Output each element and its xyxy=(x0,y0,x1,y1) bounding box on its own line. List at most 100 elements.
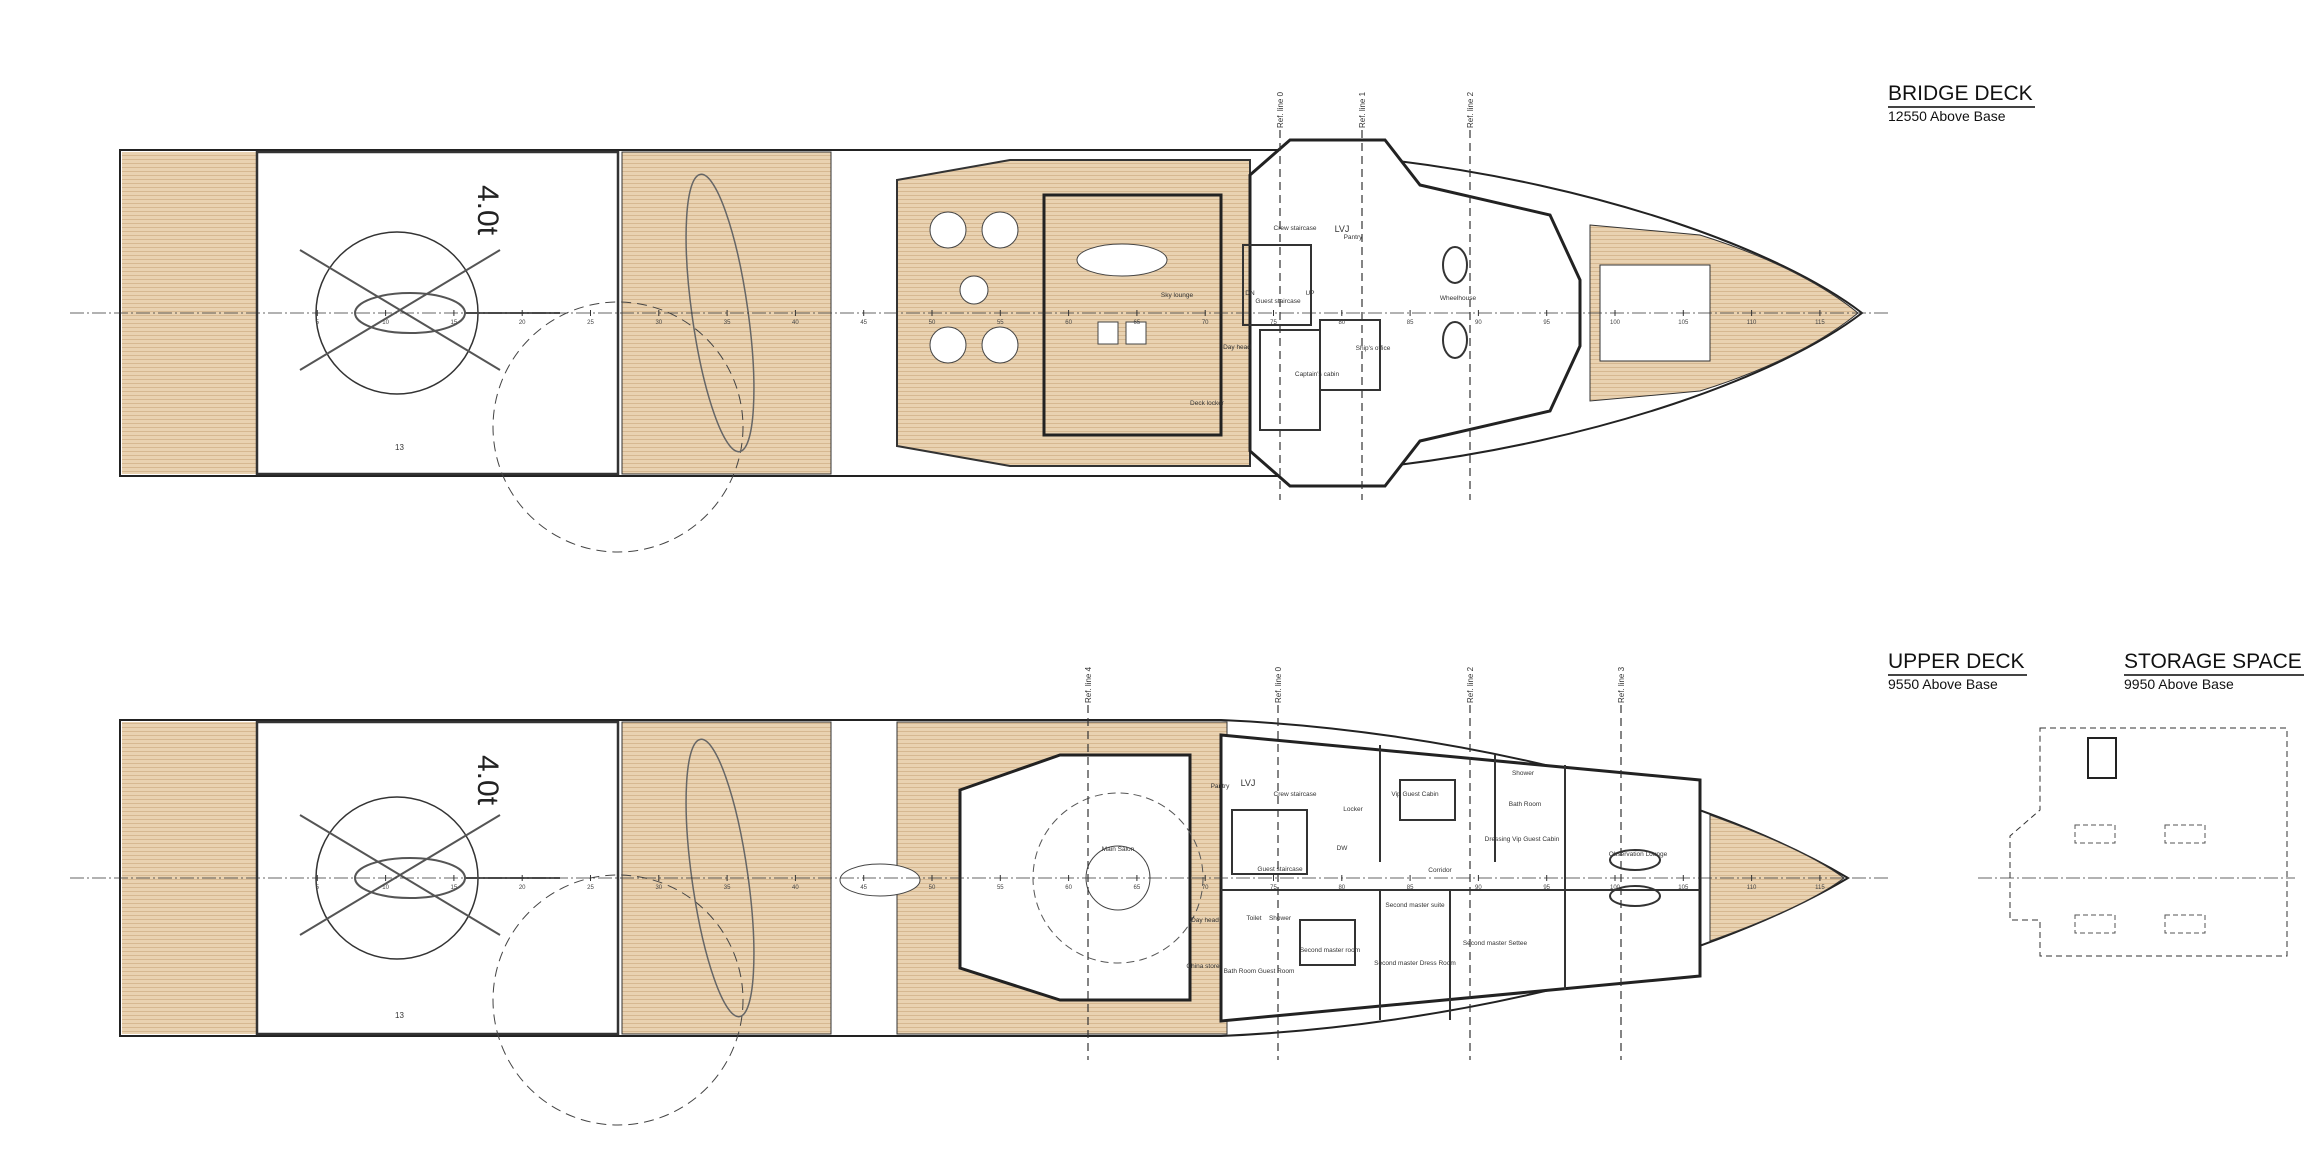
frame-number: 15 xyxy=(451,885,458,891)
frame-number: 20 xyxy=(519,320,526,326)
room-label: Sky lounge xyxy=(1161,292,1194,299)
frame-number: 55 xyxy=(997,320,1004,326)
room-label: Locker xyxy=(1343,806,1363,813)
sky-lounge-interior xyxy=(1042,193,1223,437)
room-label: Day head xyxy=(1191,917,1219,924)
frame-number: 65 xyxy=(1134,885,1141,891)
room-label: Main Salon xyxy=(1102,846,1135,853)
helipad-load-label: 4.0t xyxy=(471,755,504,806)
room-label: China store xyxy=(1186,963,1220,970)
storage-stair xyxy=(2087,737,2117,779)
room-label: Crew staircase xyxy=(1274,791,1317,798)
frame-number: 85 xyxy=(1407,320,1414,326)
upper-rooms xyxy=(1221,745,1700,1020)
frame-number: 100 xyxy=(1610,320,1621,326)
frame-number: 105 xyxy=(1678,885,1689,891)
frame-number: 95 xyxy=(1543,885,1550,891)
ref-line-0-label: Ref. line 0 xyxy=(1274,666,1283,703)
frame-number: 75 xyxy=(1270,320,1277,326)
storage-space-elevation: 9950 Above Base xyxy=(2124,676,2234,692)
helipad-load-label: 4.0t xyxy=(471,185,504,236)
storage-hatches xyxy=(2074,824,2206,934)
room-label: Second master room xyxy=(1300,947,1360,954)
frame-number: 85 xyxy=(1407,885,1414,891)
frame-number: 35 xyxy=(724,885,731,891)
room-label: DW xyxy=(1337,845,1349,852)
frame-number: 50 xyxy=(929,885,936,891)
frame-number: 55 xyxy=(997,885,1004,891)
frame-number: 45 xyxy=(860,320,867,326)
room-label: Vip Guest Cabin xyxy=(1391,791,1439,798)
frame-number: 90 xyxy=(1475,320,1482,326)
room-label: Second master Dress Room xyxy=(1374,960,1456,967)
room-label: Pantry xyxy=(1211,783,1231,790)
room-label: Shower xyxy=(1512,770,1535,777)
room-label: Second master suite xyxy=(1385,902,1445,909)
frame-number: 40 xyxy=(792,885,799,891)
tender-icon xyxy=(685,173,755,453)
frame-number: 95 xyxy=(1543,320,1550,326)
bridge-deck-title: BRIDGE DECK xyxy=(1888,82,2035,108)
frame-number: 60 xyxy=(1065,885,1072,891)
frame-number: 25 xyxy=(587,320,594,326)
ref-line-2-label: Ref. line 2 xyxy=(1466,91,1475,128)
room-label: LVJ xyxy=(1241,778,1256,788)
ref-line-1-label: Ref. line 1 xyxy=(1358,91,1367,128)
bridge-rooms xyxy=(1242,244,1468,431)
storage-space-title: STORAGE SPACE xyxy=(2124,650,2304,676)
rotor-clearance-circle xyxy=(492,301,744,553)
frame-number: 30 xyxy=(655,320,662,326)
frame-number: 5 xyxy=(316,320,320,326)
room-label: Bath Room Guest Room xyxy=(1224,968,1295,975)
frame-number: 115 xyxy=(1815,885,1825,891)
frame-number: 40 xyxy=(792,320,799,326)
frame-number: 105 xyxy=(1678,320,1689,326)
room-label: Dressing Vip Guest Cabin xyxy=(1485,836,1560,843)
frame-number: 10 xyxy=(382,320,389,326)
frame-number: 15 xyxy=(451,320,458,326)
room-label: Crew staircase xyxy=(1274,225,1317,232)
frame-number: 90 xyxy=(1475,885,1482,891)
storage-outline xyxy=(2009,727,2288,957)
frame-number: 25 xyxy=(587,885,594,891)
rotor-clearance-circle xyxy=(492,874,744,1126)
frame-number: 70 xyxy=(1202,885,1209,891)
ref-line-2-label: Ref. line 2 xyxy=(1466,666,1475,703)
storage-space-plan xyxy=(1978,727,2295,957)
frame-number: 70 xyxy=(1202,320,1209,326)
aft-dining-table xyxy=(839,863,921,897)
ref-line-0-label: Ref. line 0 xyxy=(1276,91,1285,128)
frame-number: 100 xyxy=(1610,885,1621,891)
room-label: Second master Settee xyxy=(1463,940,1528,947)
room-label: Toilet xyxy=(1246,915,1261,922)
room-label: DN xyxy=(1245,290,1255,297)
frame-number: 60 xyxy=(1065,320,1072,326)
frame-number: 110 xyxy=(1747,885,1757,891)
ref-line-3-label: Ref. line 3 xyxy=(1617,666,1626,703)
frame-number: 110 xyxy=(1747,320,1757,326)
ref-line-4-label: Ref. line 4 xyxy=(1084,666,1093,703)
room-label: Day head xyxy=(1223,344,1251,351)
room-label: Guest staircase xyxy=(1255,298,1301,305)
frame-number: 5 xyxy=(316,885,320,891)
upper-ref-lines xyxy=(1087,705,1622,1060)
room-label: Shower xyxy=(1269,915,1292,922)
frame-number: 20 xyxy=(519,885,526,891)
sky-lounge-furniture xyxy=(929,211,1168,364)
frame-number: 50 xyxy=(929,320,936,326)
room-label: Ship's office xyxy=(1356,345,1391,352)
room-label: Observation Lounge xyxy=(1609,851,1668,858)
upper-deck-elevation: 9550 Above Base xyxy=(1888,676,1998,692)
frame-number: 115 xyxy=(1815,320,1825,326)
room-label: Corridor xyxy=(1428,867,1452,874)
room-label: LVJ xyxy=(1335,224,1350,234)
frame-number: 35 xyxy=(724,320,731,326)
helipad-number: 13 xyxy=(395,1011,404,1020)
frame-number: 75 xyxy=(1270,885,1277,891)
upper-deck-title: UPPER DECK xyxy=(1888,650,2027,676)
room-label: Pantry xyxy=(1344,234,1364,241)
frame-number: 45 xyxy=(860,885,867,891)
helipad-number: 13 xyxy=(395,443,404,452)
